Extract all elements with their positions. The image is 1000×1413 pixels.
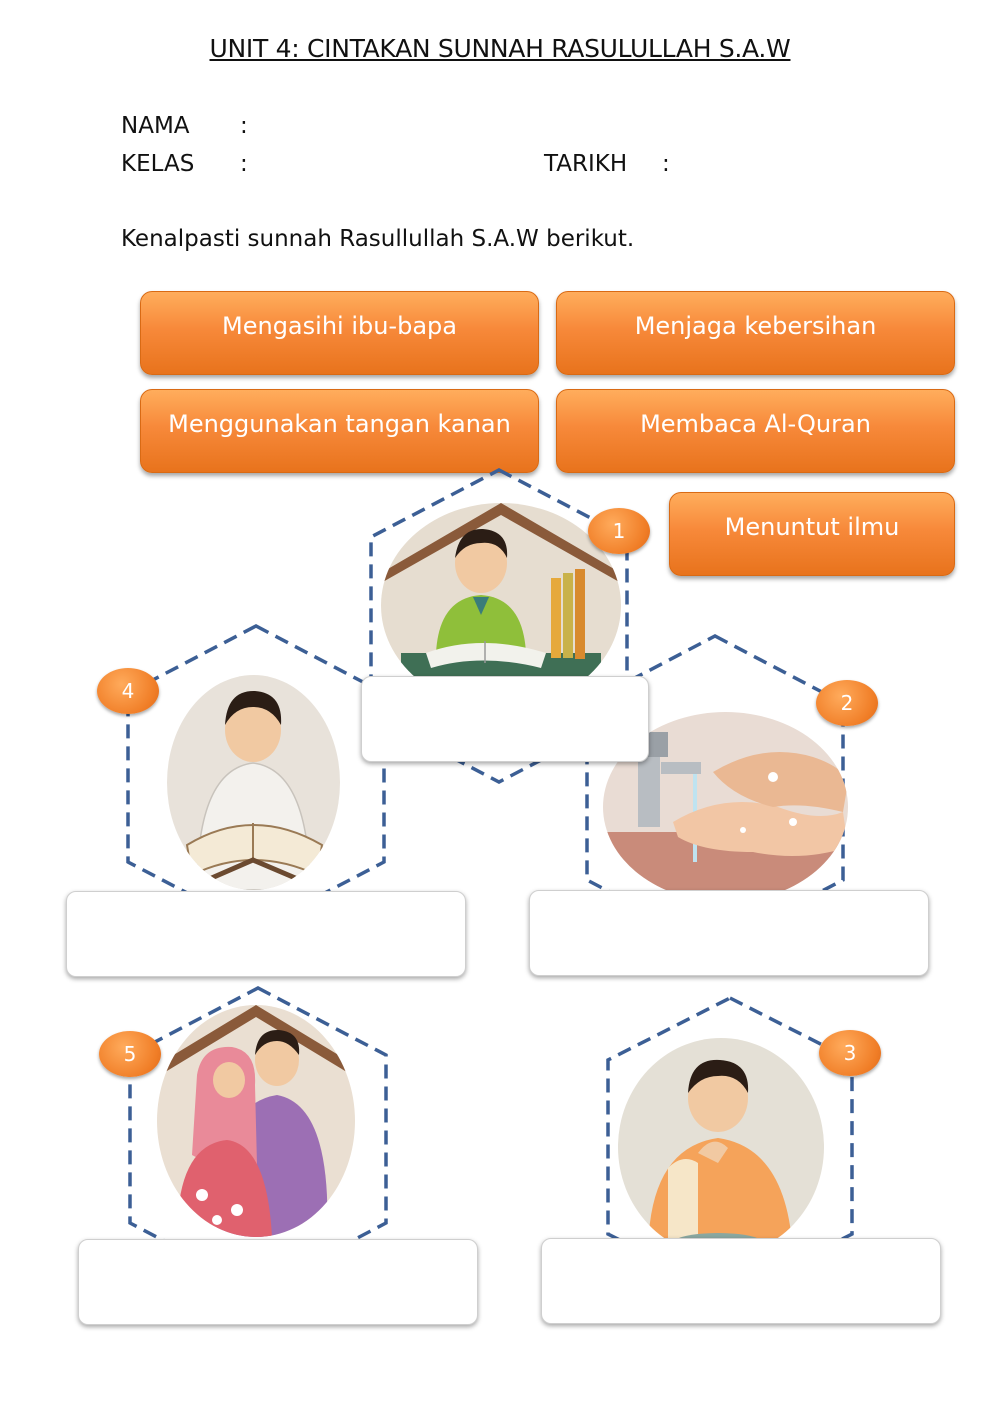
boy-studying-icon <box>381 503 621 708</box>
page-title: UNIT 4: CINTAKAN SUNNAH RASULULLAH S.A.W <box>209 34 791 63</box>
drop-box-5[interactable] <box>78 1239 478 1325</box>
tarikh-colon: : <box>662 151 670 177</box>
drop-box-4[interactable] <box>66 891 466 977</box>
badge-5: 5 <box>99 1031 161 1077</box>
badge-1: 1 <box>588 508 650 554</box>
badge-4: 4 <box>97 668 159 714</box>
boy-eating-icon <box>618 1038 824 1256</box>
tarikh-label: TARIKH <box>544 151 628 177</box>
kelas-label: KELAS <box>121 151 195 177</box>
drop-box-3[interactable] <box>541 1238 941 1324</box>
instruction-text: Kenalpasti sunnah Rasullullah S.A.W beri… <box>121 226 635 252</box>
picture-1 <box>381 503 621 708</box>
boy-reading-quran-icon <box>167 675 340 890</box>
answer-menggunakan-tangan-kanan[interactable]: Menggunakan tangan kanan <box>140 389 539 473</box>
badge-2: 2 <box>816 680 878 726</box>
picture-3 <box>618 1038 824 1256</box>
answer-menjaga-kebersihan[interactable]: Menjaga kebersihan <box>556 291 955 375</box>
drop-box-2[interactable] <box>529 890 929 976</box>
picture-5 <box>157 1005 355 1237</box>
picture-4 <box>167 675 340 890</box>
kelas-colon: : <box>240 151 248 177</box>
drop-box-1[interactable] <box>361 676 649 762</box>
family-hug-icon <box>157 1005 355 1237</box>
answer-menuntut-ilmu[interactable]: Menuntut ilmu <box>669 492 955 576</box>
nama-label: NAMA <box>121 113 190 139</box>
nama-colon: : <box>240 113 248 139</box>
answer-membaca-al-quran[interactable]: Membaca Al-Quran <box>556 389 955 473</box>
badge-3: 3 <box>819 1030 881 1076</box>
answer-mengasihi-ibu-bapa[interactable]: Mengasihi ibu-bapa <box>140 291 539 375</box>
